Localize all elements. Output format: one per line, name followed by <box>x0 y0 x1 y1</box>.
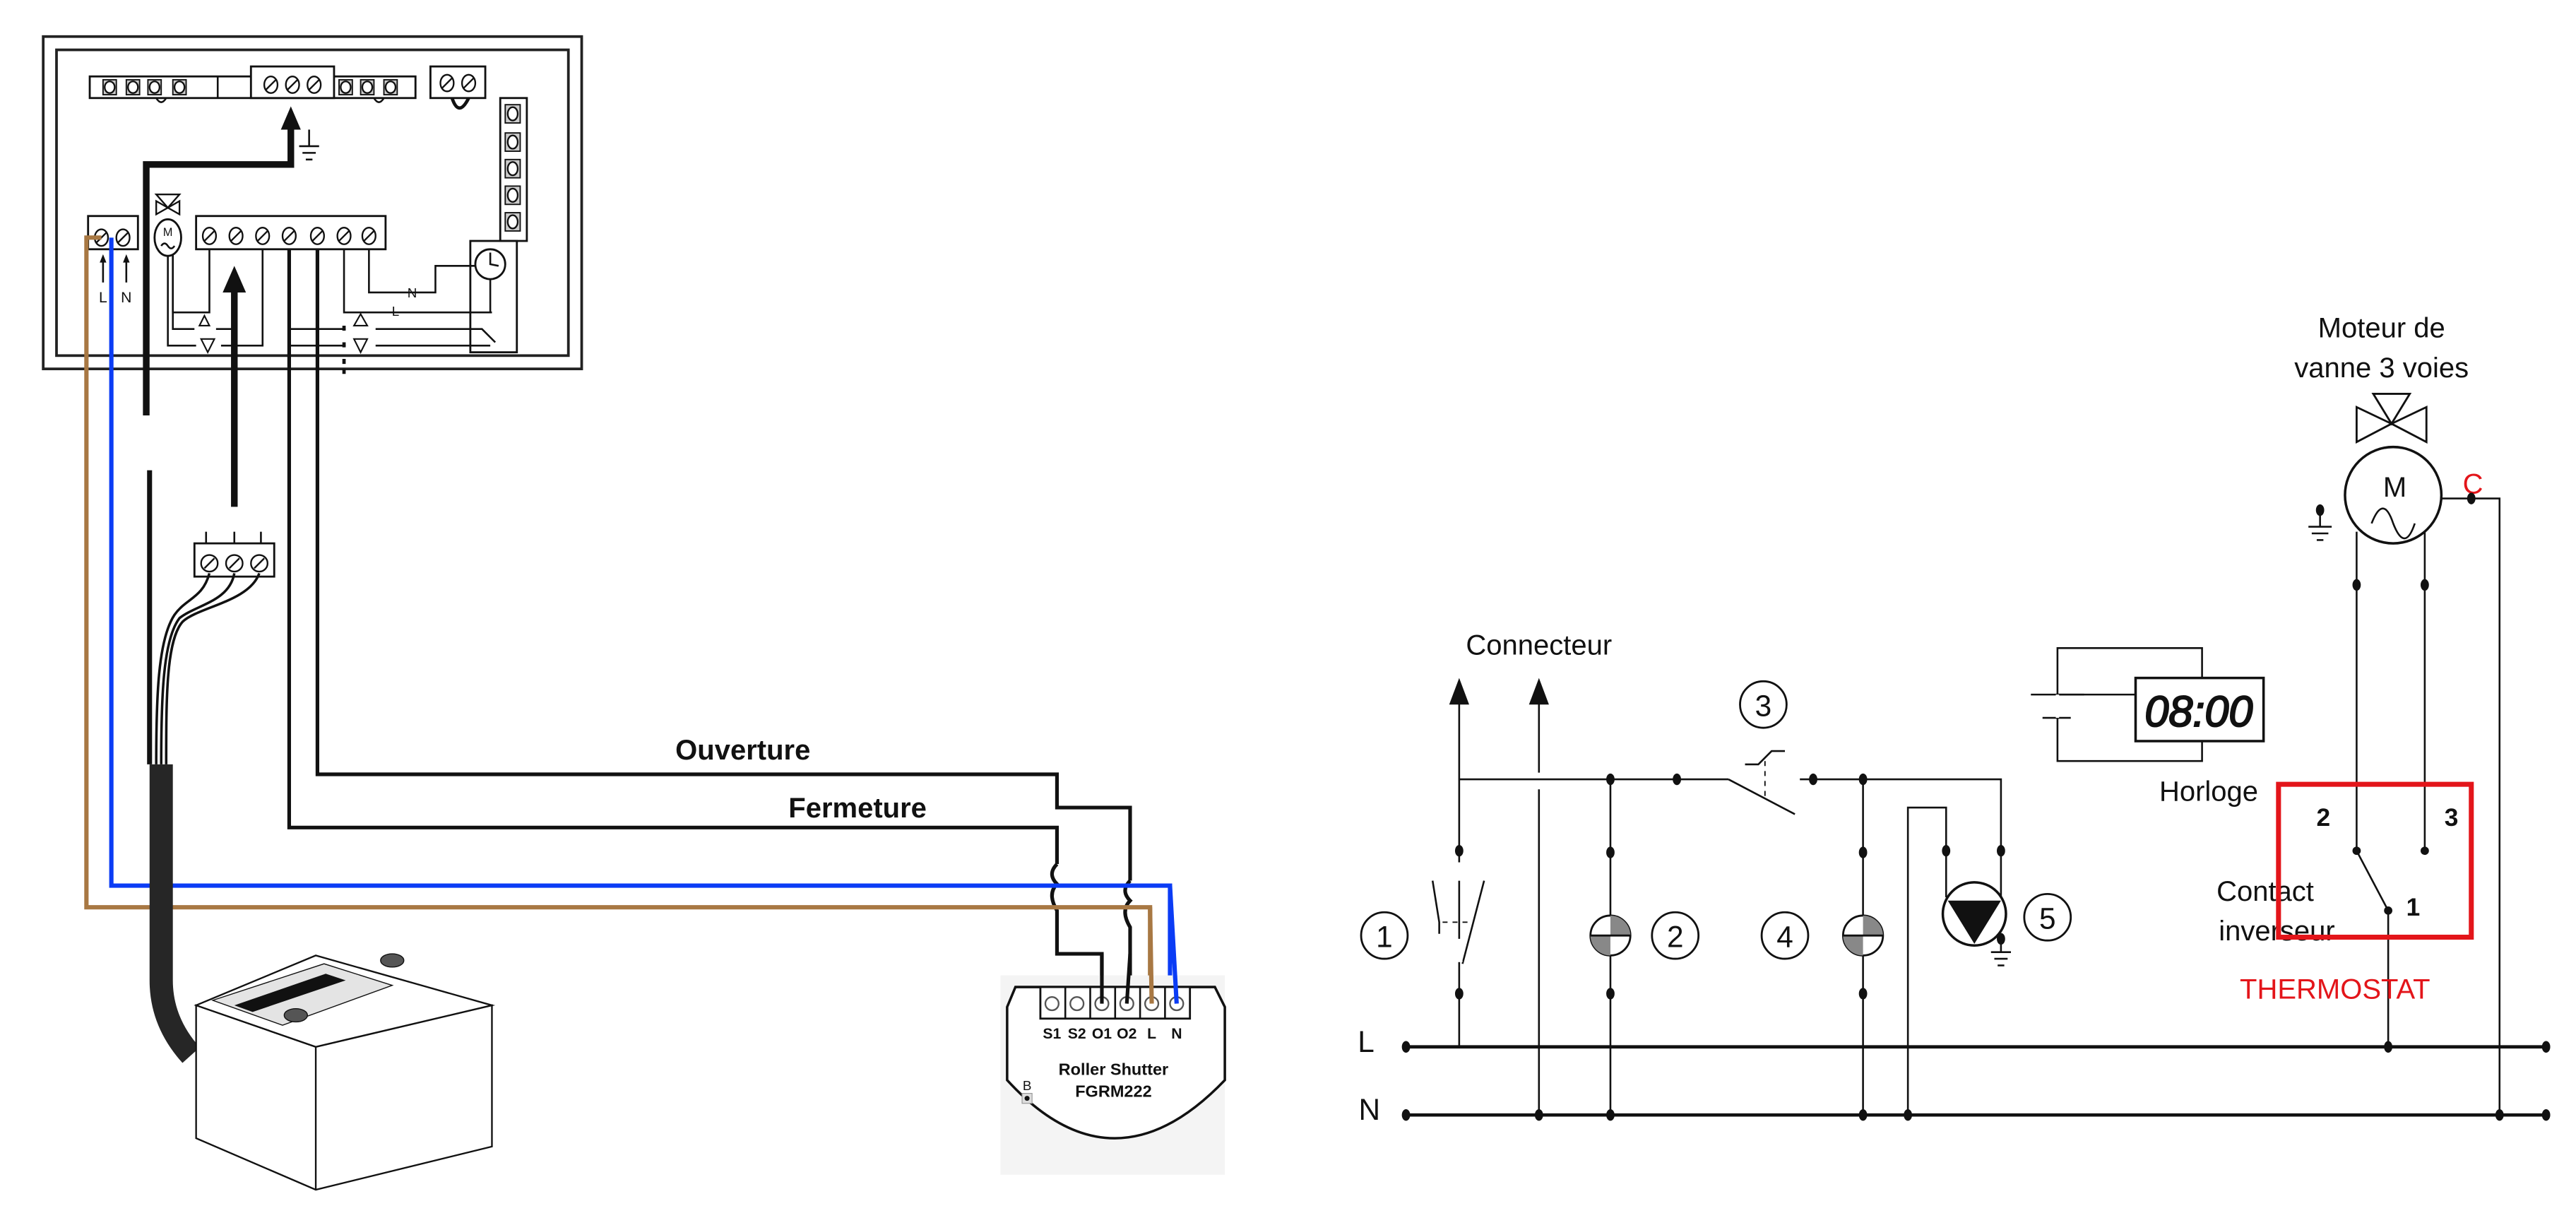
svg-text:1: 1 <box>1376 921 1393 954</box>
indicator-lamp-2-icon <box>1589 914 1632 957</box>
svg-text:2: 2 <box>1667 921 1684 954</box>
label-moteur-line2: vanne 3 voies <box>2294 353 2469 384</box>
svg-text:4: 4 <box>1776 921 1793 954</box>
indicator-lamp-4-icon <box>1841 914 1884 957</box>
three-way-valve-icon <box>2356 393 2428 444</box>
thermostat-highlight-box <box>2276 781 2474 940</box>
pin-3: 3 <box>2445 804 2459 832</box>
aux-terminal <box>429 65 487 110</box>
up-triangle-icon <box>352 312 369 327</box>
module-button-label: B <box>1023 1078 1032 1093</box>
label-thermostat: THERMOSTAT <box>2240 974 2430 1005</box>
junction-dots <box>1401 492 2551 1121</box>
earth-terminal <box>263 76 322 94</box>
label-connecteur: Connecteur <box>1466 630 1612 661</box>
terminal-l: L <box>1147 1026 1156 1042</box>
roller-shutter-module: S1 S2 O1 O2 L N Roller Shutter FGRM222 B <box>1000 975 1226 1175</box>
component-number-2: 2 <box>1651 911 1700 960</box>
svg-text:5: 5 <box>2039 902 2056 935</box>
clock-icon <box>469 240 518 354</box>
valve-motor-icon: M <box>2344 445 2443 545</box>
label-ouverture: Ouverture <box>675 735 810 766</box>
terminal-o1: O1 <box>1092 1026 1112 1042</box>
changeover-contact: 2 3 1 Contact inverseur THERMOSTAT <box>2216 781 2474 1047</box>
probe-connector <box>193 531 275 578</box>
earth-arrow-icon <box>280 106 301 130</box>
internal-label-n: N <box>408 285 417 300</box>
terminal-label-n: N <box>121 290 131 306</box>
connector-arrow-icon <box>1529 678 1549 705</box>
down-triangle-icon <box>352 338 369 354</box>
label-moteur-line1: Moteur de <box>2318 312 2445 343</box>
bus-label-n: N <box>1359 1093 1381 1126</box>
relay-sockets <box>102 78 398 96</box>
motor-icon: M <box>153 218 182 257</box>
top-terminal-strip <box>88 65 417 103</box>
sensor-box <box>194 953 496 1191</box>
clock-display-text: 08:00 <box>2144 687 2252 735</box>
label-contact: Contact <box>2216 876 2314 907</box>
module-model: FGRM222 <box>1075 1082 1151 1100</box>
wire-neutral <box>109 237 1173 998</box>
pin-2: 2 <box>2317 804 2331 832</box>
component-number-5: 5 <box>2023 892 2072 942</box>
up-triangle-icon <box>198 314 211 327</box>
three-way-valve-icon <box>154 194 182 216</box>
boiler-panel: L N M <box>42 35 583 415</box>
terminal-s1: S1 <box>1043 1026 1061 1042</box>
earth-ground-icon <box>299 129 319 161</box>
label-horloge: Horloge <box>2159 776 2258 808</box>
label-fermeture: Fermeture <box>788 793 927 824</box>
side-connector <box>499 97 528 242</box>
probe-cable <box>149 764 201 1063</box>
down-triangle-icon <box>199 338 216 354</box>
svg-text:3: 3 <box>1755 690 1772 723</box>
motor-label: M <box>163 226 173 239</box>
wire-closing <box>287 249 1060 865</box>
terminal-label-l: L <box>99 290 107 306</box>
terminal-o2: O2 <box>1117 1026 1136 1042</box>
internal-label-l: L <box>392 304 399 319</box>
component-number-4: 4 <box>1760 911 1810 960</box>
connector-arrow-icon <box>1449 678 1469 705</box>
wire-opening <box>315 249 1132 881</box>
earth-ground-icon <box>2308 512 2332 541</box>
component-number-1: 1 <box>1360 911 1409 960</box>
terminal-n: N <box>1171 1026 1182 1042</box>
clock-display: 08:00 <box>2031 646 2265 762</box>
bus-label-l: L <box>1358 1025 1375 1058</box>
schematic: Connecteur <box>1358 312 2551 1126</box>
arrow-up-icon <box>222 266 247 292</box>
terminal-s2: S2 <box>1068 1026 1086 1042</box>
valve-motor-symbol: M <box>2383 472 2406 503</box>
pump-icon <box>1941 881 2012 966</box>
pin-1: 1 <box>2406 894 2421 921</box>
module-name: Roller Shutter <box>1059 1060 1169 1079</box>
component-number-3: 3 <box>1739 680 1788 729</box>
